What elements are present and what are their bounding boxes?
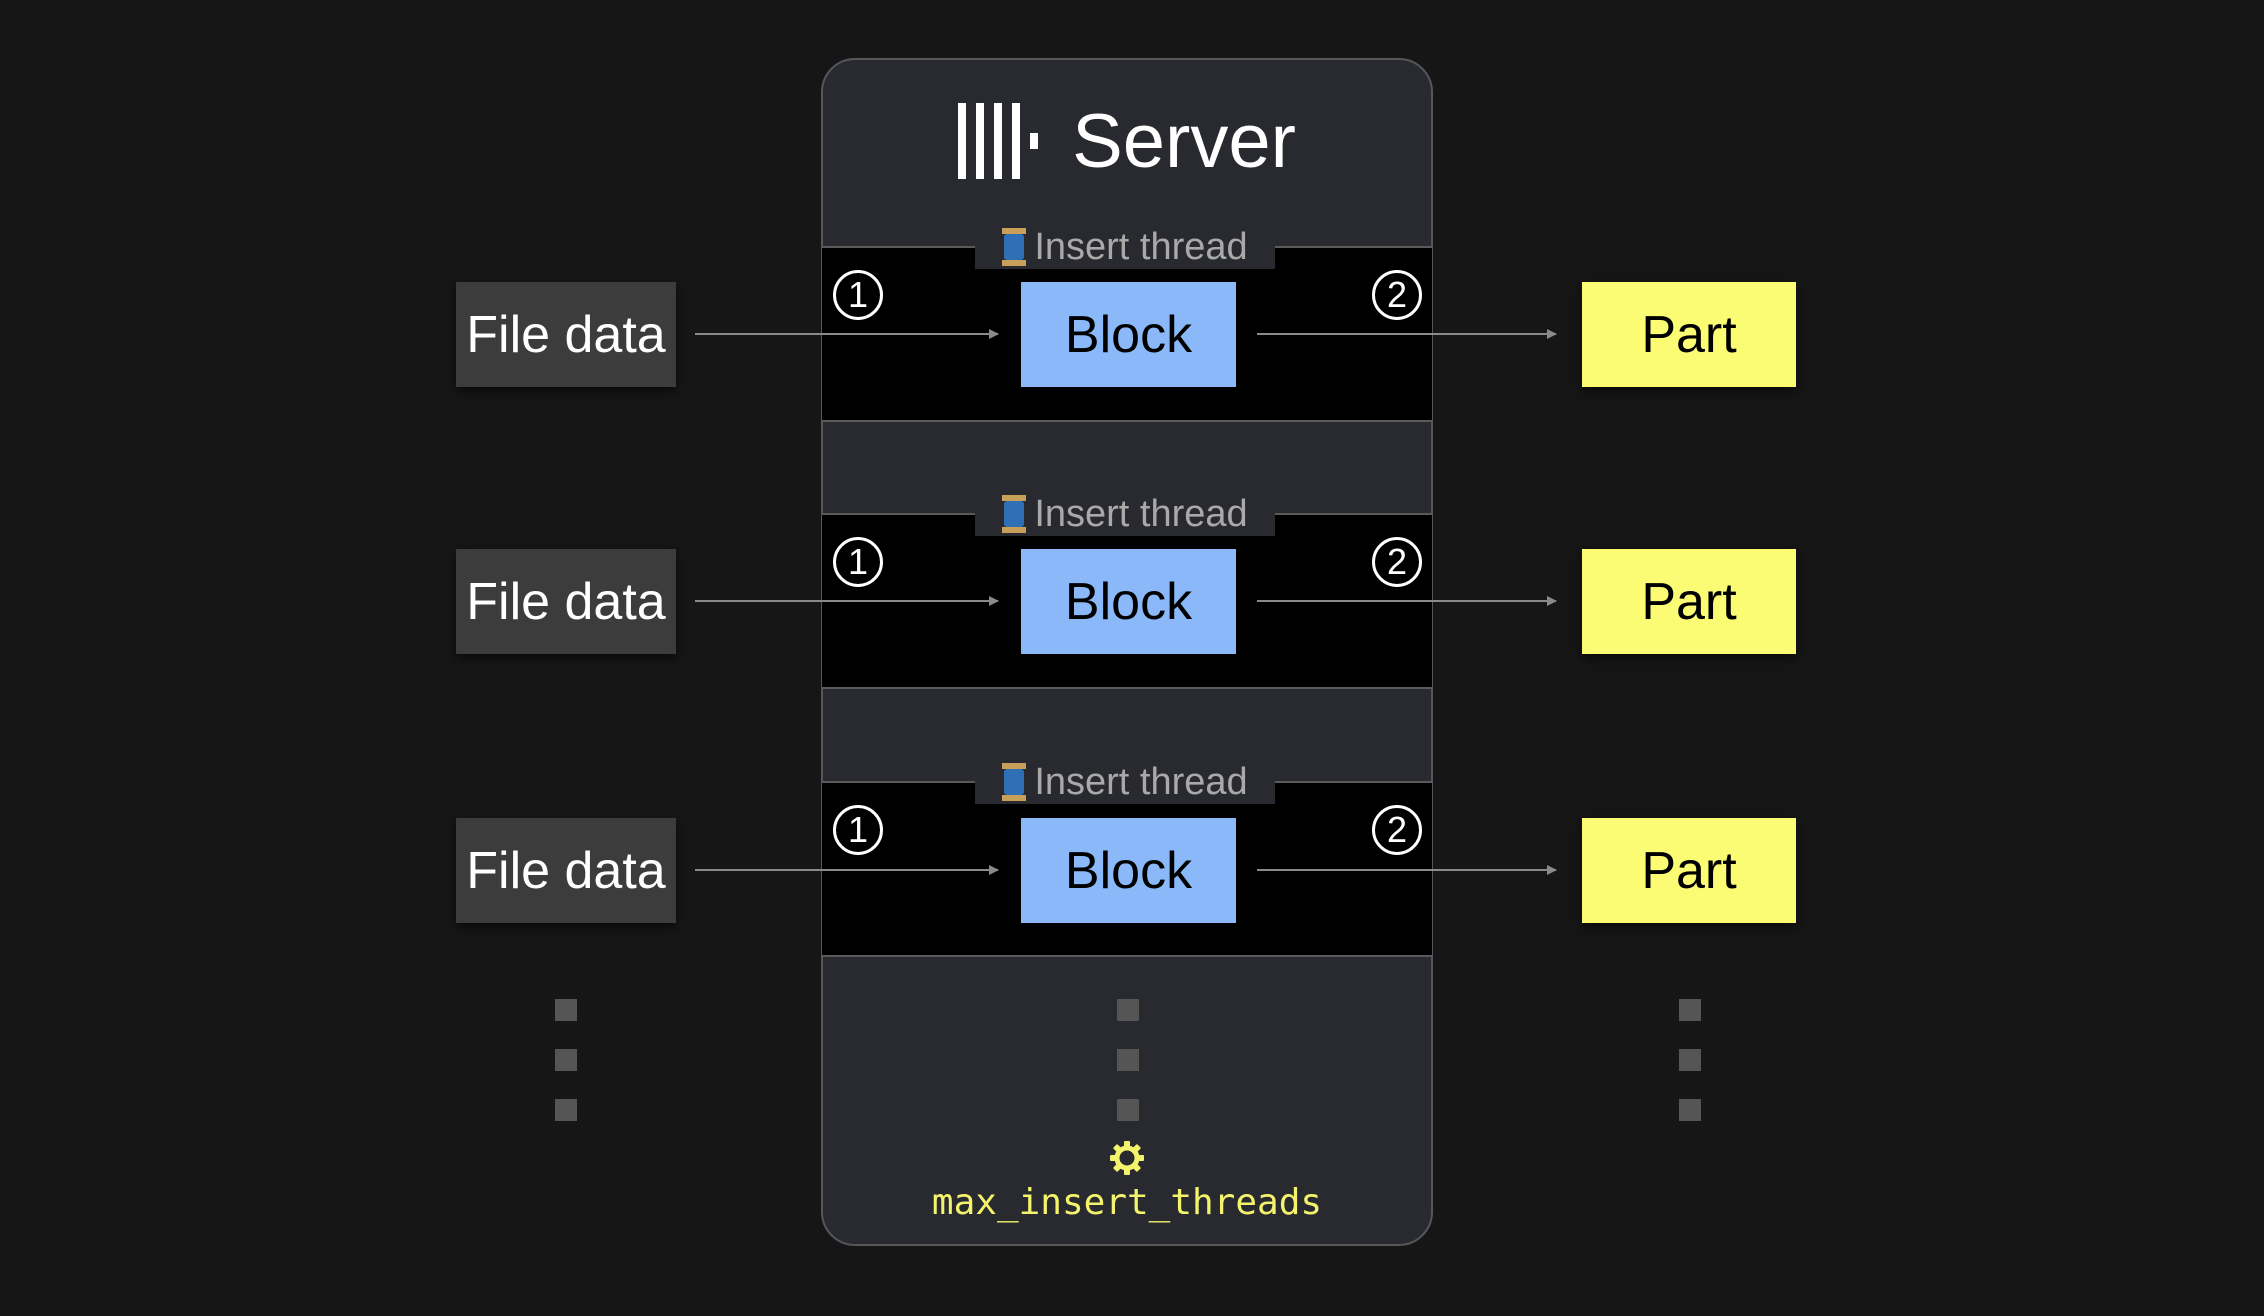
continuation-dot bbox=[1117, 999, 1139, 1021]
step-badge-out-1: 2 bbox=[1372, 270, 1422, 320]
step-badge-in-2: 1 bbox=[833, 537, 883, 587]
gear-icon bbox=[1109, 1140, 1145, 1176]
part-box-1: Part bbox=[1582, 282, 1796, 387]
continuation-dot bbox=[1679, 1049, 1701, 1071]
spool-icon bbox=[1002, 228, 1027, 266]
block-box-3: Block bbox=[1021, 818, 1236, 923]
file-data-box-3: File data bbox=[456, 818, 676, 923]
setting-name: max_insert_threads bbox=[931, 1182, 1323, 1223]
server-title: Server bbox=[1072, 98, 1296, 184]
file-data-box-2: File data bbox=[456, 549, 676, 654]
continuation-dot bbox=[555, 1049, 577, 1071]
continuation-dot bbox=[1117, 1049, 1139, 1071]
file-data-box-1: File data bbox=[456, 282, 676, 387]
continuation-dot bbox=[1679, 1099, 1701, 1121]
server-header: Server bbox=[821, 96, 1433, 186]
clickhouse-logo-icon bbox=[958, 103, 1039, 179]
insert-thread-label-3: Insert thread bbox=[975, 760, 1275, 804]
insert-thread-label-2: Insert thread bbox=[975, 492, 1275, 536]
continuation-dot bbox=[1679, 999, 1701, 1021]
part-box-2: Part bbox=[1582, 549, 1796, 654]
spool-icon bbox=[1002, 495, 1027, 533]
block-box-2: Block bbox=[1021, 549, 1236, 654]
continuation-dot bbox=[555, 1099, 577, 1121]
step-badge-in-3: 1 bbox=[833, 805, 883, 855]
step-badge-out-2: 2 bbox=[1372, 537, 1422, 587]
step-badge-out-3: 2 bbox=[1372, 805, 1422, 855]
block-box-1: Block bbox=[1021, 282, 1236, 387]
spool-icon bbox=[1002, 763, 1027, 801]
insert-thread-label-1: Insert thread bbox=[975, 225, 1275, 269]
continuation-dot bbox=[1117, 1099, 1139, 1121]
continuation-dot bbox=[555, 999, 577, 1021]
step-badge-in-1: 1 bbox=[833, 270, 883, 320]
part-box-3: Part bbox=[1582, 818, 1796, 923]
